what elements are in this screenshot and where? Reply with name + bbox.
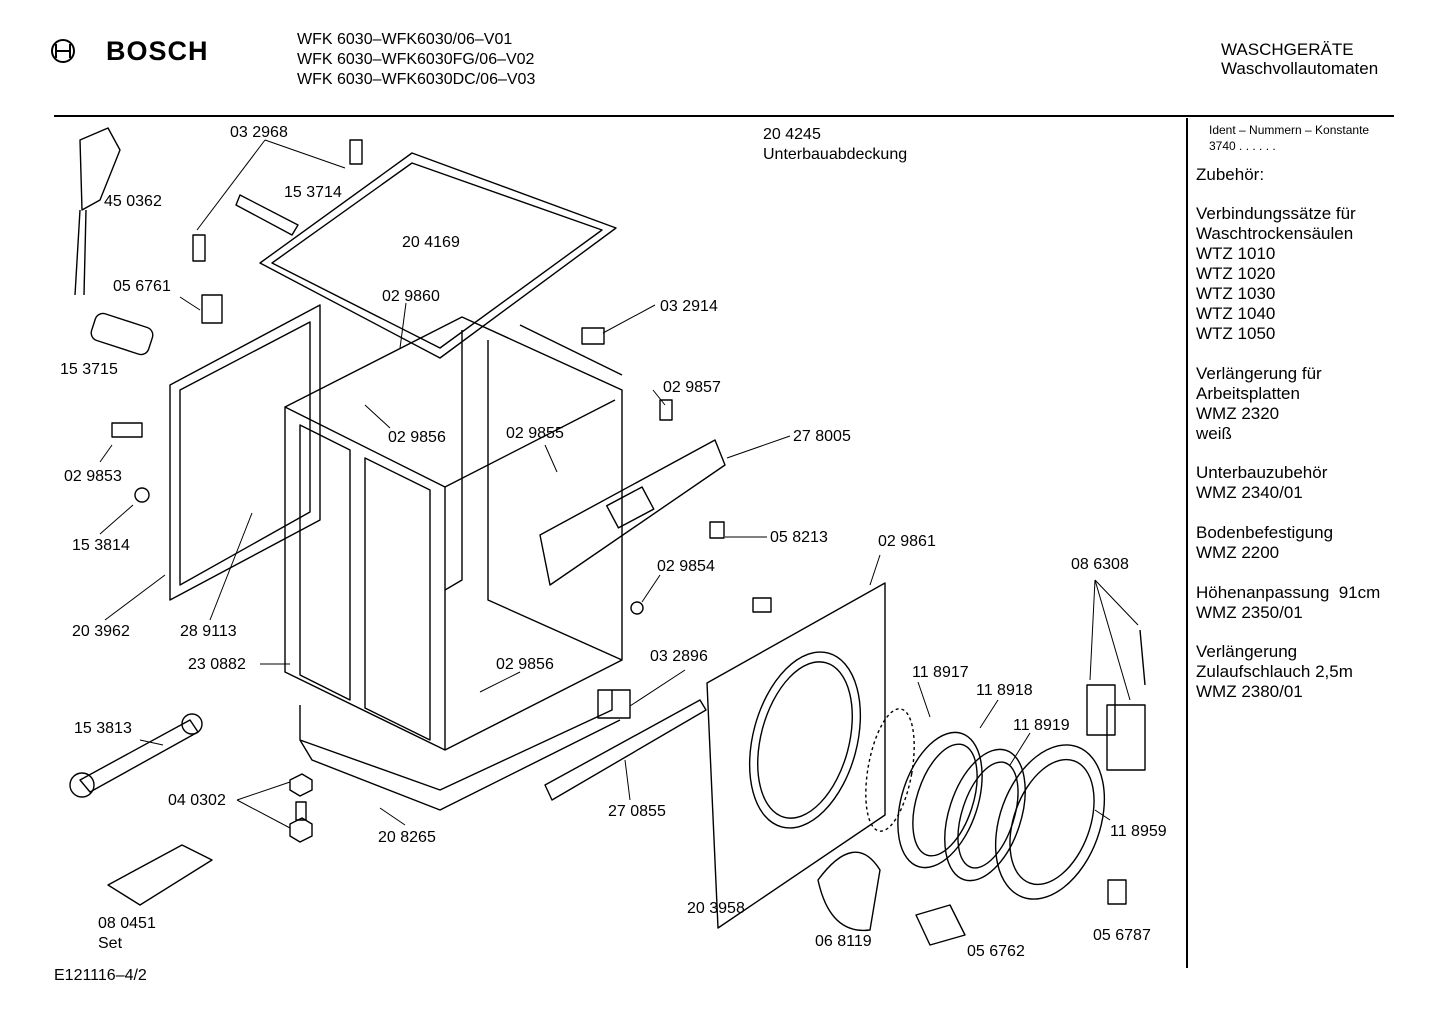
clip-part <box>134 487 150 503</box>
door-glass-part <box>944 748 1026 882</box>
clip-part <box>581 327 605 345</box>
foot-bolt-part <box>289 773 313 843</box>
model-line-3: WFK 6030–WFK6030DC/06–V03 <box>297 71 536 88</box>
part-label: 02 9854 <box>657 558 715 575</box>
door-button-part <box>1107 879 1127 905</box>
ident-value: 3740 . . . . . . <box>1209 139 1276 153</box>
part-label: 20 8265 <box>378 829 436 846</box>
clip-part <box>630 601 644 615</box>
front-panel-part <box>706 582 886 929</box>
clip-part <box>201 294 223 324</box>
wrench-part <box>69 713 203 798</box>
accessories-title: Zubehör: <box>1196 165 1265 184</box>
part-label: 23 0882 <box>188 656 246 673</box>
part-label: 27 8005 <box>793 428 851 445</box>
part-label: 02 9861 <box>878 533 936 550</box>
clip-part <box>111 422 143 438</box>
model-line-1: WFK 6030–WFK6030/06–V01 <box>297 31 513 48</box>
part-label: 20 3962 <box>72 623 130 640</box>
part-label: 05 6787 <box>1093 927 1151 944</box>
accessory-group: Höhenanpassung 91cm WMZ 2350/01 <box>1196 583 1381 622</box>
part-label: 45 0362 <box>104 193 162 210</box>
part-label: 05 6762 <box>967 943 1025 960</box>
clip-part <box>597 689 631 719</box>
part-label: 03 2914 <box>660 298 718 315</box>
door-ring-part <box>994 744 1106 900</box>
part-label: 05 8213 <box>770 529 828 546</box>
note-number: 20 4245 <box>763 126 821 143</box>
part-label: 20 4169 <box>402 234 460 251</box>
ident-title: Ident – Nummern – Konstante <box>1209 123 1370 137</box>
part-label: 03 2896 <box>650 648 708 665</box>
part-label: Set <box>98 935 123 952</box>
filter-part <box>90 312 154 356</box>
part-label: 06 8119 <box>815 933 872 950</box>
clip-part <box>709 521 725 539</box>
part-label: 11 8959 <box>1110 823 1167 840</box>
clip-part <box>659 399 673 421</box>
part-label: 02 9855 <box>506 425 564 442</box>
accessory-group: Verbindungssätze für Waschtrockensäulen … <box>1196 204 1356 343</box>
note-text: Unterbauabdeckung <box>763 146 908 163</box>
part-label: 11 8917 <box>912 664 969 681</box>
power-plug-part <box>74 127 121 296</box>
accessory-group: Verlängerung Zulaufschlauch 2,5m WMZ 238… <box>1196 642 1353 701</box>
drawing-code: E121116–4/2 <box>54 967 147 984</box>
control-bracket-part <box>539 439 726 586</box>
accessory-group: Unterbauzubehör WMZ 2340/01 <box>1196 463 1328 502</box>
category-line-2: Waschvollautomaten <box>1221 59 1379 78</box>
shim-plate-part <box>107 844 213 906</box>
part-label: 02 9860 <box>382 288 440 305</box>
door-catch-part <box>915 904 966 946</box>
bosch-logo-icon <box>51 39 75 63</box>
brand-name: BOSCH <box>106 36 209 66</box>
model-line-2: WFK 6030–WFK6030FG/06–V02 <box>297 51 535 68</box>
side-panel-part <box>169 304 321 601</box>
base-plate-part <box>299 690 621 811</box>
accessory-group: Bodenbefestigung WMZ 2200 <box>1196 523 1334 562</box>
part-label: 20 3958 <box>687 900 745 917</box>
part-label: 05 6761 <box>113 278 171 295</box>
part-label: 15 3714 <box>284 184 342 201</box>
top-cover-part <box>259 152 617 359</box>
part-label: 27 0855 <box>608 803 666 820</box>
category-line-1: WASCHGERÄTE <box>1221 40 1354 59</box>
part-label: 08 0451 <box>98 915 156 932</box>
part-label: 11 8919 <box>1013 717 1070 734</box>
hose-fitting-part <box>235 194 299 236</box>
part-label: 03 2968 <box>230 124 288 141</box>
part-label: 15 3813 <box>74 720 132 737</box>
part-label: 02 9857 <box>663 379 721 396</box>
trim-strip-part <box>544 699 707 801</box>
door-frame-part <box>897 731 983 869</box>
part-label: 28 9113 <box>180 623 237 640</box>
part-label: 02 9853 <box>64 468 122 485</box>
accessory-group: Verlängerung für Arbeitsplatten WMZ 2320… <box>1196 364 1322 443</box>
part-label: 08 6308 <box>1071 556 1129 573</box>
clip-part <box>192 234 206 262</box>
clip-part <box>752 597 772 613</box>
part-label: 02 9856 <box>388 429 446 446</box>
cabinet-part <box>284 316 623 751</box>
leader-lines <box>99 139 1139 829</box>
part-label: 04 0302 <box>168 792 226 809</box>
part-label: 11 8918 <box>976 682 1033 699</box>
part-label: 15 3814 <box>72 537 130 554</box>
door-handle-part <box>817 851 881 932</box>
hinge-part <box>1086 629 1146 771</box>
part-label: 02 9856 <box>496 656 554 673</box>
door-gasket-part <box>865 708 915 832</box>
part-label: 15 3715 <box>60 361 118 378</box>
clip-part <box>349 139 363 165</box>
